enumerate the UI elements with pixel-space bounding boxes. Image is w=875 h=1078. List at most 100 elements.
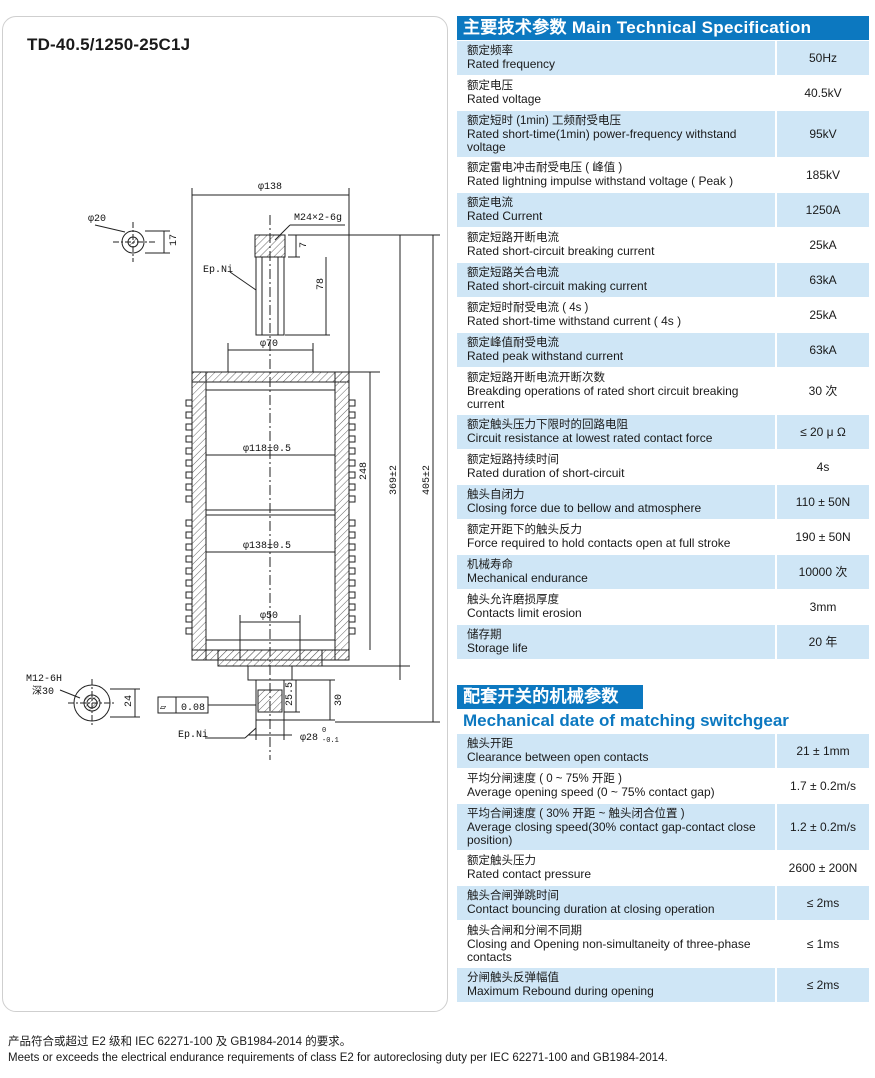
spec-label-en: Rated short-time(1min) power-frequency w… (467, 126, 737, 154)
dim-dia138: φ138±0.5 (243, 541, 291, 552)
spec-value: 4s (775, 450, 869, 484)
spec-value: 10000 次 (775, 555, 869, 589)
spec-label-zh: 额定电压 (467, 80, 513, 92)
spec-value: ≤ 2ms (775, 886, 869, 920)
spec-value: 190 ± 50N (775, 520, 869, 554)
dim-thread: M24×2-6g (294, 213, 342, 224)
spec-label: 额定短时耐受电流 ( 4s )Rated short-time withstan… (457, 298, 775, 332)
footnote-en: Meets or exceeds the electrical enduranc… (8, 1052, 668, 1064)
spec-label-en: Force required to hold contacts open at … (467, 536, 731, 550)
spec-label-en: Maximum Rebound during opening (467, 984, 654, 998)
dim-h30: 30 (334, 694, 345, 706)
spec-label-zh: 额定峰值耐受电流 (467, 337, 559, 349)
spec-label-zh: 额定频率 (467, 45, 513, 57)
model-title: TD-40.5/1250-25C1J (27, 35, 191, 54)
spec-value: 21 ± 1mm (775, 734, 869, 768)
spec-label-zh: 机械寿命 (467, 559, 513, 571)
spec-label-zh: 触头合闸和分闸不同期 (467, 924, 582, 937)
spec-label: 平均合闸速度 ( 30% 开距 ~ 触头闭合位置 )Average closin… (457, 804, 775, 850)
spec-label-en: Rated voltage (467, 92, 542, 106)
spec-value: 95kV (775, 111, 869, 157)
spec-label-zh: 平均合闸速度 ( 30% 开距 ~ 触头闭合位置 ) (467, 807, 685, 820)
footnote: 产品符合或超过 E2 级和 IEC 62271-100 及 GB1984-201… (8, 1034, 668, 1066)
spec-panel: 主要技术参数 Main Technical Specification 额定频率… (457, 16, 869, 1003)
spec-label: 额定雷电冲击耐受电压 ( 峰值 )Rated lightning impulse… (457, 158, 775, 192)
spec-label-en: Storage life (467, 641, 528, 655)
technical-drawing: φ138 φ20 M24×2-6g 17 7 78 Ep.Ni φ70 φ118… (26, 182, 440, 760)
spec-label-zh: 额定短路关合电流 (467, 267, 559, 279)
spec-label-en: Contact bouncing duration at closing ope… (467, 902, 715, 916)
spec-label-zh: 触头开距 (467, 738, 513, 750)
dim-h17: 17 (169, 234, 180, 246)
spec-label-zh: 触头自闭力 (467, 489, 525, 501)
spec-label-en: Closing and Opening non-simultaneity of … (467, 936, 751, 964)
spec-label-en: Rated frequency (467, 57, 556, 71)
dim-h405: 405±2 (422, 465, 433, 495)
spec-label-en: Rated duration of short-circuit (467, 466, 625, 480)
mech-section-title: 配套开关的机械参数 (457, 685, 643, 709)
spec-value: 110 ± 50N (775, 485, 869, 519)
spec-label-zh: 触头允许磨损厚度 (467, 594, 559, 606)
spec-row: 平均分闸速度 ( 0 ~ 75% 开距 )Average opening spe… (457, 769, 869, 803)
spec-value: 63kA (775, 333, 869, 367)
spec-label-zh: 平均分闸速度 ( 0 ~ 75% 开距 ) (467, 773, 622, 785)
footnote-zh: 产品符合或超过 E2 级和 IEC 62271-100 及 GB1984-201… (8, 1036, 352, 1048)
tolerance-value: 0.08 (181, 703, 205, 714)
dim-dia28-lower: -0.1 (322, 737, 339, 745)
spec-row: 额定雷电冲击耐受电压 ( 峰值 )Rated lightning impulse… (457, 158, 869, 192)
spec-label-en: Rated peak withstand current (467, 349, 624, 363)
spec-label-en: Average closing speed(30% contact gap-co… (467, 819, 756, 847)
spec-label-en: Clearance between open contacts (467, 750, 649, 764)
spec-label-en: Breakding operations of rated short circ… (467, 383, 739, 411)
spec-value: 1250A (775, 193, 869, 227)
spec-label-zh: 额定雷电冲击耐受电压 ( 峰值 ) (467, 162, 623, 174)
spec-value: 25kA (775, 228, 869, 262)
dim-h78: 78 (316, 278, 327, 290)
spec-label-en: Contacts limit erosion (467, 606, 582, 620)
label-plating-bottom: Ep.Ni (178, 729, 208, 741)
spec-value: 30 次 (775, 368, 869, 414)
dim-overall-diameter: φ138 (258, 182, 282, 193)
tolerance-symbol: ▱ (160, 703, 166, 714)
dim-dia70: φ70 (260, 339, 278, 350)
spec-value: 1.2 ± 0.2m/s (775, 804, 869, 850)
spec-label-en: Closing force due to bellow and atmosphe… (467, 501, 702, 515)
spec-value: 2600 ± 200N (775, 851, 869, 885)
dim-h24: 24 (124, 695, 135, 707)
dim-dia28-upper: 0 (322, 727, 326, 735)
label-plating-top: Ep.Ni (203, 264, 233, 276)
drawing-panel: TD-40.5/1250-25C1J (2, 16, 448, 1012)
dim-h248: 248 (359, 462, 370, 480)
dim-dia50: φ50 (260, 611, 278, 622)
spec-label-zh: 储存期 (467, 629, 502, 641)
spec-label-zh: 额定触头压力下限时的回路电阻 (467, 419, 628, 431)
spec-value: 25kA (775, 298, 869, 332)
spec-value: 3mm (775, 590, 869, 624)
